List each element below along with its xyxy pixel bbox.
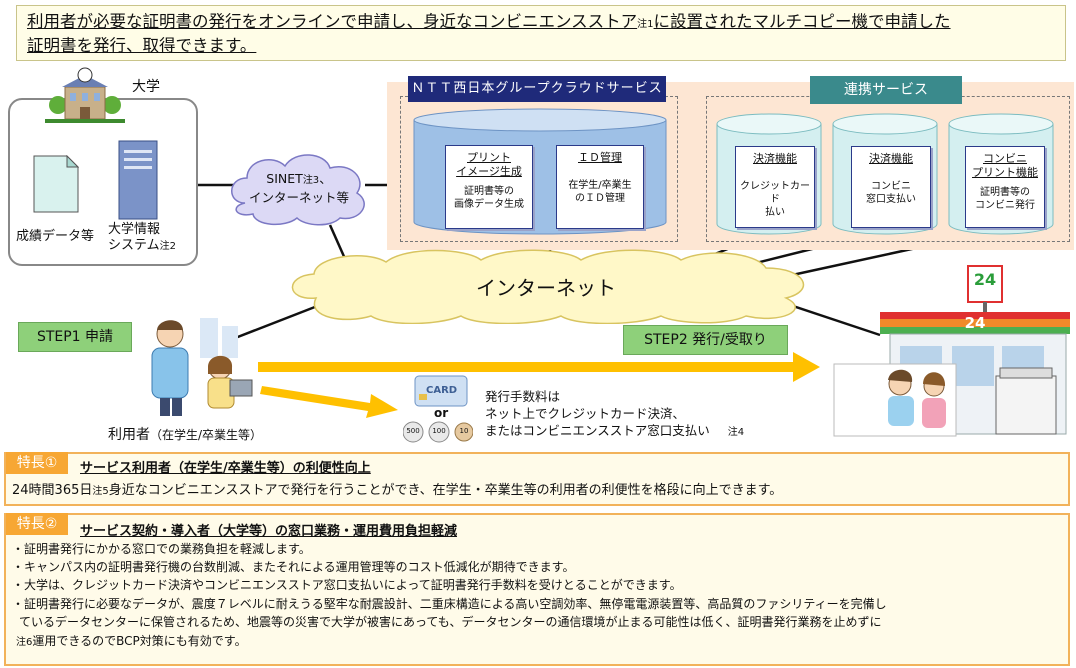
feature1-text: 24時間365日注5身近なコンビニエンスストアで発行を行うことができ、在学生・卒… (12, 483, 783, 498)
university-system-label: 大学情報 システム注2 (108, 222, 176, 253)
convenience-print-function: コンビニプリント機能 証明書等の コンビニ発行 (965, 146, 1045, 228)
coin-10-label: 10 (459, 427, 469, 435)
grades-label: 成績データ等 (16, 229, 95, 244)
feature1-box (4, 452, 1070, 506)
coin-500-label: 500 (406, 427, 420, 435)
ntt-service-title: ＮＴＴ西日本グループクラウドサービス (408, 76, 666, 102)
step2-arrow (258, 352, 820, 382)
users-illustration (151, 318, 253, 416)
document-icon (33, 155, 79, 213)
payment-icons (403, 375, 473, 443)
sinet-cloud (231, 154, 365, 226)
coin-500-icon (403, 421, 424, 443)
print-image-function: プリントイメージ生成 証明書等の 画像データ生成 (445, 145, 533, 229)
user-label: 利用者（在学生/卒業生等） (108, 427, 263, 443)
note-6: 注6 (16, 637, 33, 648)
feature1-label: 特長① (6, 452, 68, 474)
card-icon (414, 375, 468, 407)
store-sign-text: 24 (973, 270, 997, 289)
store-sign-icon (967, 265, 1003, 303)
convenience-payment-function: 決済機能 コンビニ 窓口支払い (851, 146, 931, 228)
credit-card-payment-function: 決済機能 クレジットカード 払い (735, 146, 815, 228)
or-text: or (434, 406, 449, 420)
store-roof-text: 24 (964, 314, 986, 332)
note-2: 注2 (159, 241, 176, 252)
feature2-bullet-4b: ているデータセンターに保管されるため、地震等の災害で大学が被害にあっても、データ… (19, 615, 882, 629)
university-building-icon (45, 67, 125, 123)
note-3: 注3 (302, 175, 320, 186)
feature1-title: サービス利用者（在学生/卒業生等）の利便性向上 (80, 461, 371, 476)
sinet-label: SINET注3、 インターネット等 (248, 171, 349, 205)
user-internet-line (229, 303, 321, 342)
payment-arrow (260, 386, 398, 418)
note-5: 注5 (92, 486, 109, 497)
note-4: 注4 (727, 427, 745, 438)
feature2-bullet-3: ・大学は、クレジットカード決済やコンビニエンスストア窓口支払いによって証明書発行… (12, 578, 682, 592)
headline-line-2: 証明書を発行、取得できます。 (27, 36, 257, 55)
partner-service-title: 連携サービス (810, 76, 962, 104)
step2-label: STEP2 発行/受取り (623, 325, 788, 355)
coin-10-icon (454, 422, 473, 442)
headline-box: 利用者が必要な証明書の発行をオンラインで申請し、身近なコンビニエンスストア注1に… (16, 5, 1066, 61)
feature2-bullet-4c: 注6運用できるのでBCP対策にも有効です。 (16, 634, 247, 648)
step1-label: STEP1 申請 (18, 322, 132, 352)
feature2-label: 特長② (6, 513, 68, 535)
coin-100-icon (428, 421, 450, 443)
feature2-bullet-2: ・キャンパス内の証明書発行機の台数削減、またそれによる運用管理等のコスト低減化が… (12, 560, 575, 574)
university-label: 大学 (132, 79, 160, 95)
feature2-bullet-4a: ・証明書発行に必要なデータが、震度７レベルに耐えうる堅牢な耐震設計、二重床構造に… (12, 597, 887, 611)
feature2-box (4, 513, 1070, 666)
card-text: CARD (426, 385, 458, 396)
server-icon (118, 140, 158, 220)
internet-cloud (291, 249, 805, 324)
payment-description: 発行手数料は ネット上でクレジットカード決済、 またはコンビニエンスストア窓口支… (485, 389, 745, 438)
feature2-bullet-1: ・証明書発行にかかる窓口での業務負担を軽減します。 (12, 542, 311, 556)
note-1: 注1 (637, 19, 654, 30)
coin-100-label: 100 (432, 427, 446, 435)
id-management-function: ＩＤ管理 在学生/卒業生 のＩＤ管理 (556, 145, 644, 229)
internet-label: インターネット (476, 276, 616, 300)
convenience-store-illustration (833, 265, 1070, 437)
flow-arrows (258, 352, 820, 418)
feature2-title: サービス契約・導入者（大学等）の窓口業務・運用費用負担軽減 (80, 524, 458, 539)
copy-machine-icon (995, 375, 1057, 435)
headline-line-1: 利用者が必要な証明書の発行をオンラインで申請し、身近なコンビニエンスストア注1に… (27, 12, 951, 31)
